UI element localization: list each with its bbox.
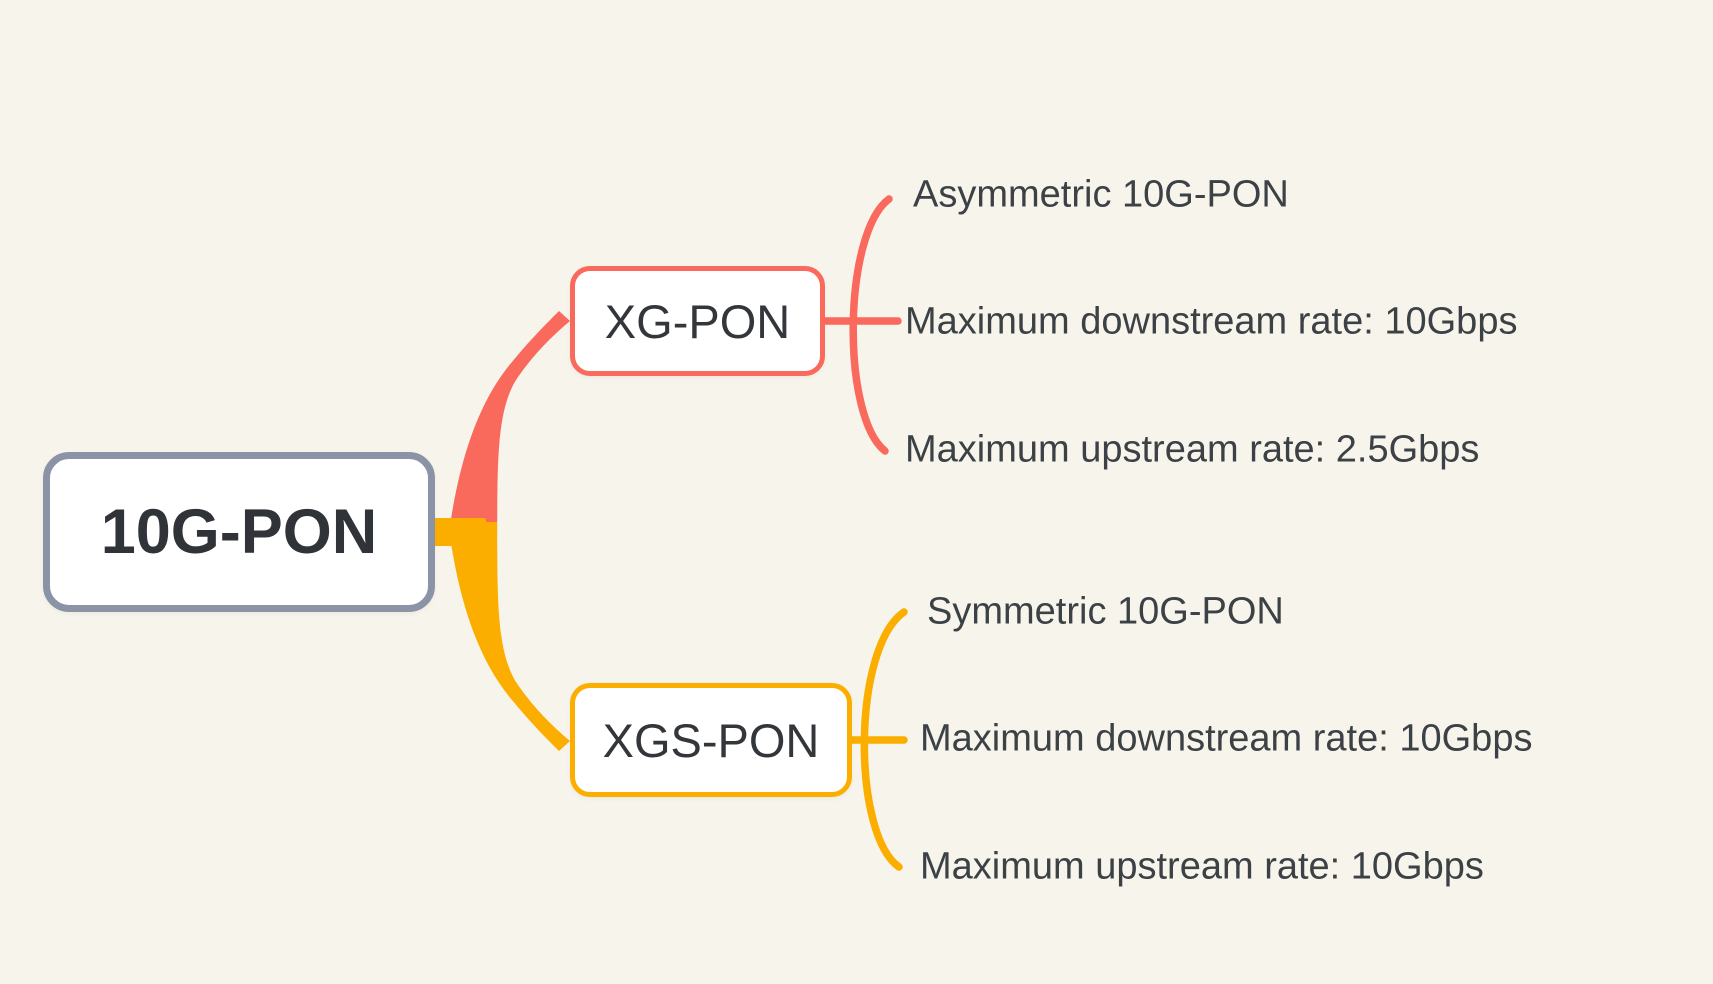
subtopic-xgs-upstream-rate[interactable]: Maximum upstream rate: 10Gbps [920,845,1484,888]
subtopic-xg-upstream-rate[interactable]: Maximum upstream rate: 2.5Gbps [905,428,1480,471]
subtopic-asymmetric-10g-pon[interactable]: Asymmetric 10G-PON [913,173,1289,216]
root-topic[interactable]: 10G-PON [43,452,435,612]
xg-pon-children-arc [849,195,893,455]
branch-topic-xgs-pon[interactable]: XGS-PON [570,683,852,797]
subtopic-symmetric-10g-pon[interactable]: Symmetric 10G-PON [927,590,1284,633]
subtopic-xg-downstream-rate[interactable]: Maximum downstream rate: 10Gbps [905,300,1518,343]
root-connector-stub [434,518,486,546]
branch-topic-xg-pon[interactable]: XG-PON [570,266,825,376]
branch-curve-xgs-pon [448,522,570,751]
xgs-pon-children-arc [860,608,908,871]
branch-curve-xg-pon [448,311,570,540]
subtopic-xgs-downstream-rate[interactable]: Maximum downstream rate: 10Gbps [920,717,1533,760]
